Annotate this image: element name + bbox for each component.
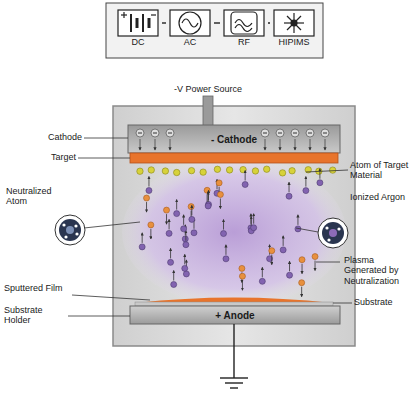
cathode-plate: [128, 125, 340, 153]
power-panel: [106, 3, 323, 58]
node-label: DC: [132, 38, 145, 48]
cathode-label: Cathode: [6, 132, 82, 142]
dc-battery-icon: [118, 10, 158, 36]
target-atom-label: Atom of Target Material: [350, 160, 414, 181]
wire: [268, 22, 270, 23]
anode-plate: [130, 306, 340, 324]
wire: [162, 22, 166, 23]
ionized-argon-callout: [296, 218, 348, 248]
anode-bar: + Anode: [130, 306, 340, 324]
plasma-glow: [122, 158, 346, 306]
neutralized-atom-callout: [55, 215, 140, 245]
dc-source: DC: [114, 8, 162, 56]
substrate-holder-label: Substrate Holder: [4, 305, 66, 326]
ionized-argon-label: Ionized Argon: [350, 192, 414, 202]
particle-field: [137, 166, 336, 297]
node-label: AC: [184, 38, 197, 48]
leader-lines: [68, 138, 352, 316]
hipims-source-icon: [274, 10, 314, 36]
sputtered-film-label: Sputtered Film: [4, 283, 70, 293]
rf-source: RF: [220, 8, 268, 56]
node-label: - Cathode: [211, 134, 257, 145]
vacuum-chamber: [113, 106, 355, 346]
ground-symbol: [220, 324, 248, 388]
target-label: Target: [6, 152, 76, 162]
electrode-rod: [203, 96, 213, 126]
power-source-label: -V Power Source: [158, 84, 258, 94]
cathode-charges: [136, 129, 329, 150]
cathode-bar: - Cathode: [128, 125, 340, 153]
node-label: HIPIMS: [278, 38, 309, 48]
target-plate: [130, 153, 338, 163]
plasma-label: Plasma Generated by Neutralization: [344, 255, 414, 286]
node-label: + Anode: [215, 310, 254, 321]
node-label: RF: [238, 38, 250, 48]
neutralized-atom-label: Neutralized Atom: [6, 186, 70, 207]
ac-source-icon: [170, 10, 210, 36]
rf-source-icon: [224, 10, 264, 36]
hipims-source: HIPIMS: [270, 8, 318, 56]
substrate: [135, 302, 333, 306]
ac-source: AC: [166, 8, 214, 56]
wire: [214, 22, 220, 23]
substrate-label: Substrate: [354, 297, 414, 307]
